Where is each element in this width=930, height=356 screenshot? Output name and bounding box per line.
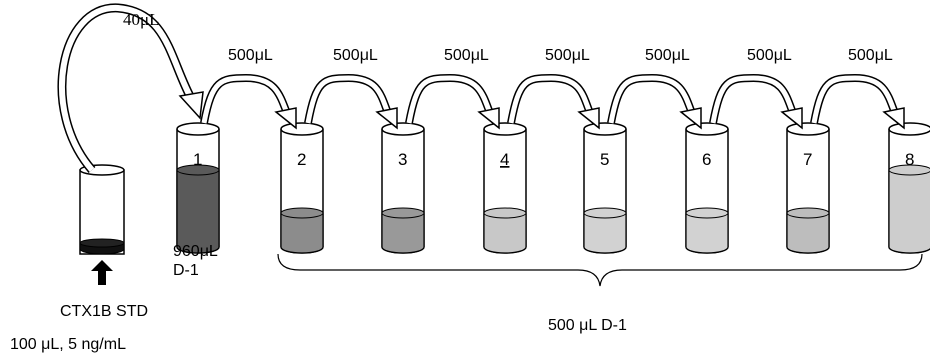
tube-6: 6 [685, 122, 729, 254]
tube-6-number: 6 [702, 150, 711, 169]
tube-7-liquid [786, 212, 830, 254]
transfer-arrows: 500μL 500μL 500μL 500μL 500μL 500μL 500μL [200, 47, 905, 130]
transfer-label-3: 500μL [444, 47, 489, 64]
std-label-line2: 100 μL, 5 ng/mL [10, 336, 126, 353]
transfer-label-7: 500μL [848, 47, 893, 64]
first-transfer-arrow [57, 3, 204, 173]
up-arrow-icon [91, 260, 113, 285]
std-label-line1: CTX1B STD [60, 303, 148, 320]
tube-1: 1 [176, 122, 220, 254]
tubes: 1 2 3 4 5 6 7 8 [176, 122, 930, 254]
tube-4-liquid [483, 212, 527, 254]
tube-5-number: 5 [600, 150, 609, 169]
tube-8-number: 8 [905, 150, 914, 169]
tube-8-liquid [888, 169, 930, 254]
first-transfer-label: 40μL [123, 10, 160, 29]
bracket [277, 253, 923, 287]
tube1-diluent-label: D-1 [173, 262, 199, 279]
transfer-arrow-5 [607, 73, 702, 130]
tube-1-liquid [176, 169, 220, 254]
tube-8: 8 [888, 122, 930, 254]
tube-7-number: 7 [803, 150, 812, 169]
transfer-label-6: 500μL [747, 47, 792, 64]
transfer-arrow-1 [200, 73, 297, 130]
transfer-arrow-7 [810, 73, 905, 130]
transfer-label-2: 500μL [333, 47, 378, 64]
transfer-arrow-2 [304, 73, 398, 130]
tube-2-number: 2 [297, 150, 306, 169]
tube-4-number: 4 [500, 150, 509, 169]
transfer-label-5: 500μL [645, 47, 690, 64]
tube-3: 3 [381, 122, 425, 254]
transfer-arrow-6 [709, 73, 803, 130]
tube-6-liquid [685, 212, 729, 254]
tube-3-liquid [381, 212, 425, 254]
tube-1-number: 1 [193, 150, 202, 169]
std-tube [79, 164, 125, 255]
tube-2: 2 [280, 122, 324, 254]
tube-2-liquid [280, 212, 324, 254]
tube1-volume-label: 960μL [173, 243, 218, 260]
transfer-arrow-3 [405, 73, 500, 130]
tube-5-liquid [583, 212, 627, 254]
tube-5: 5 [583, 122, 627, 254]
transfer-label-1: 500μL [228, 47, 273, 64]
bracket-label: 500 μL D-1 [548, 317, 627, 334]
transfer-arrow-4 [507, 73, 600, 130]
transfer-label-4: 500μL [545, 47, 590, 64]
tube-3-number: 3 [398, 150, 407, 169]
tube-4: 4 [483, 122, 527, 254]
tube-7: 7 [786, 122, 830, 254]
